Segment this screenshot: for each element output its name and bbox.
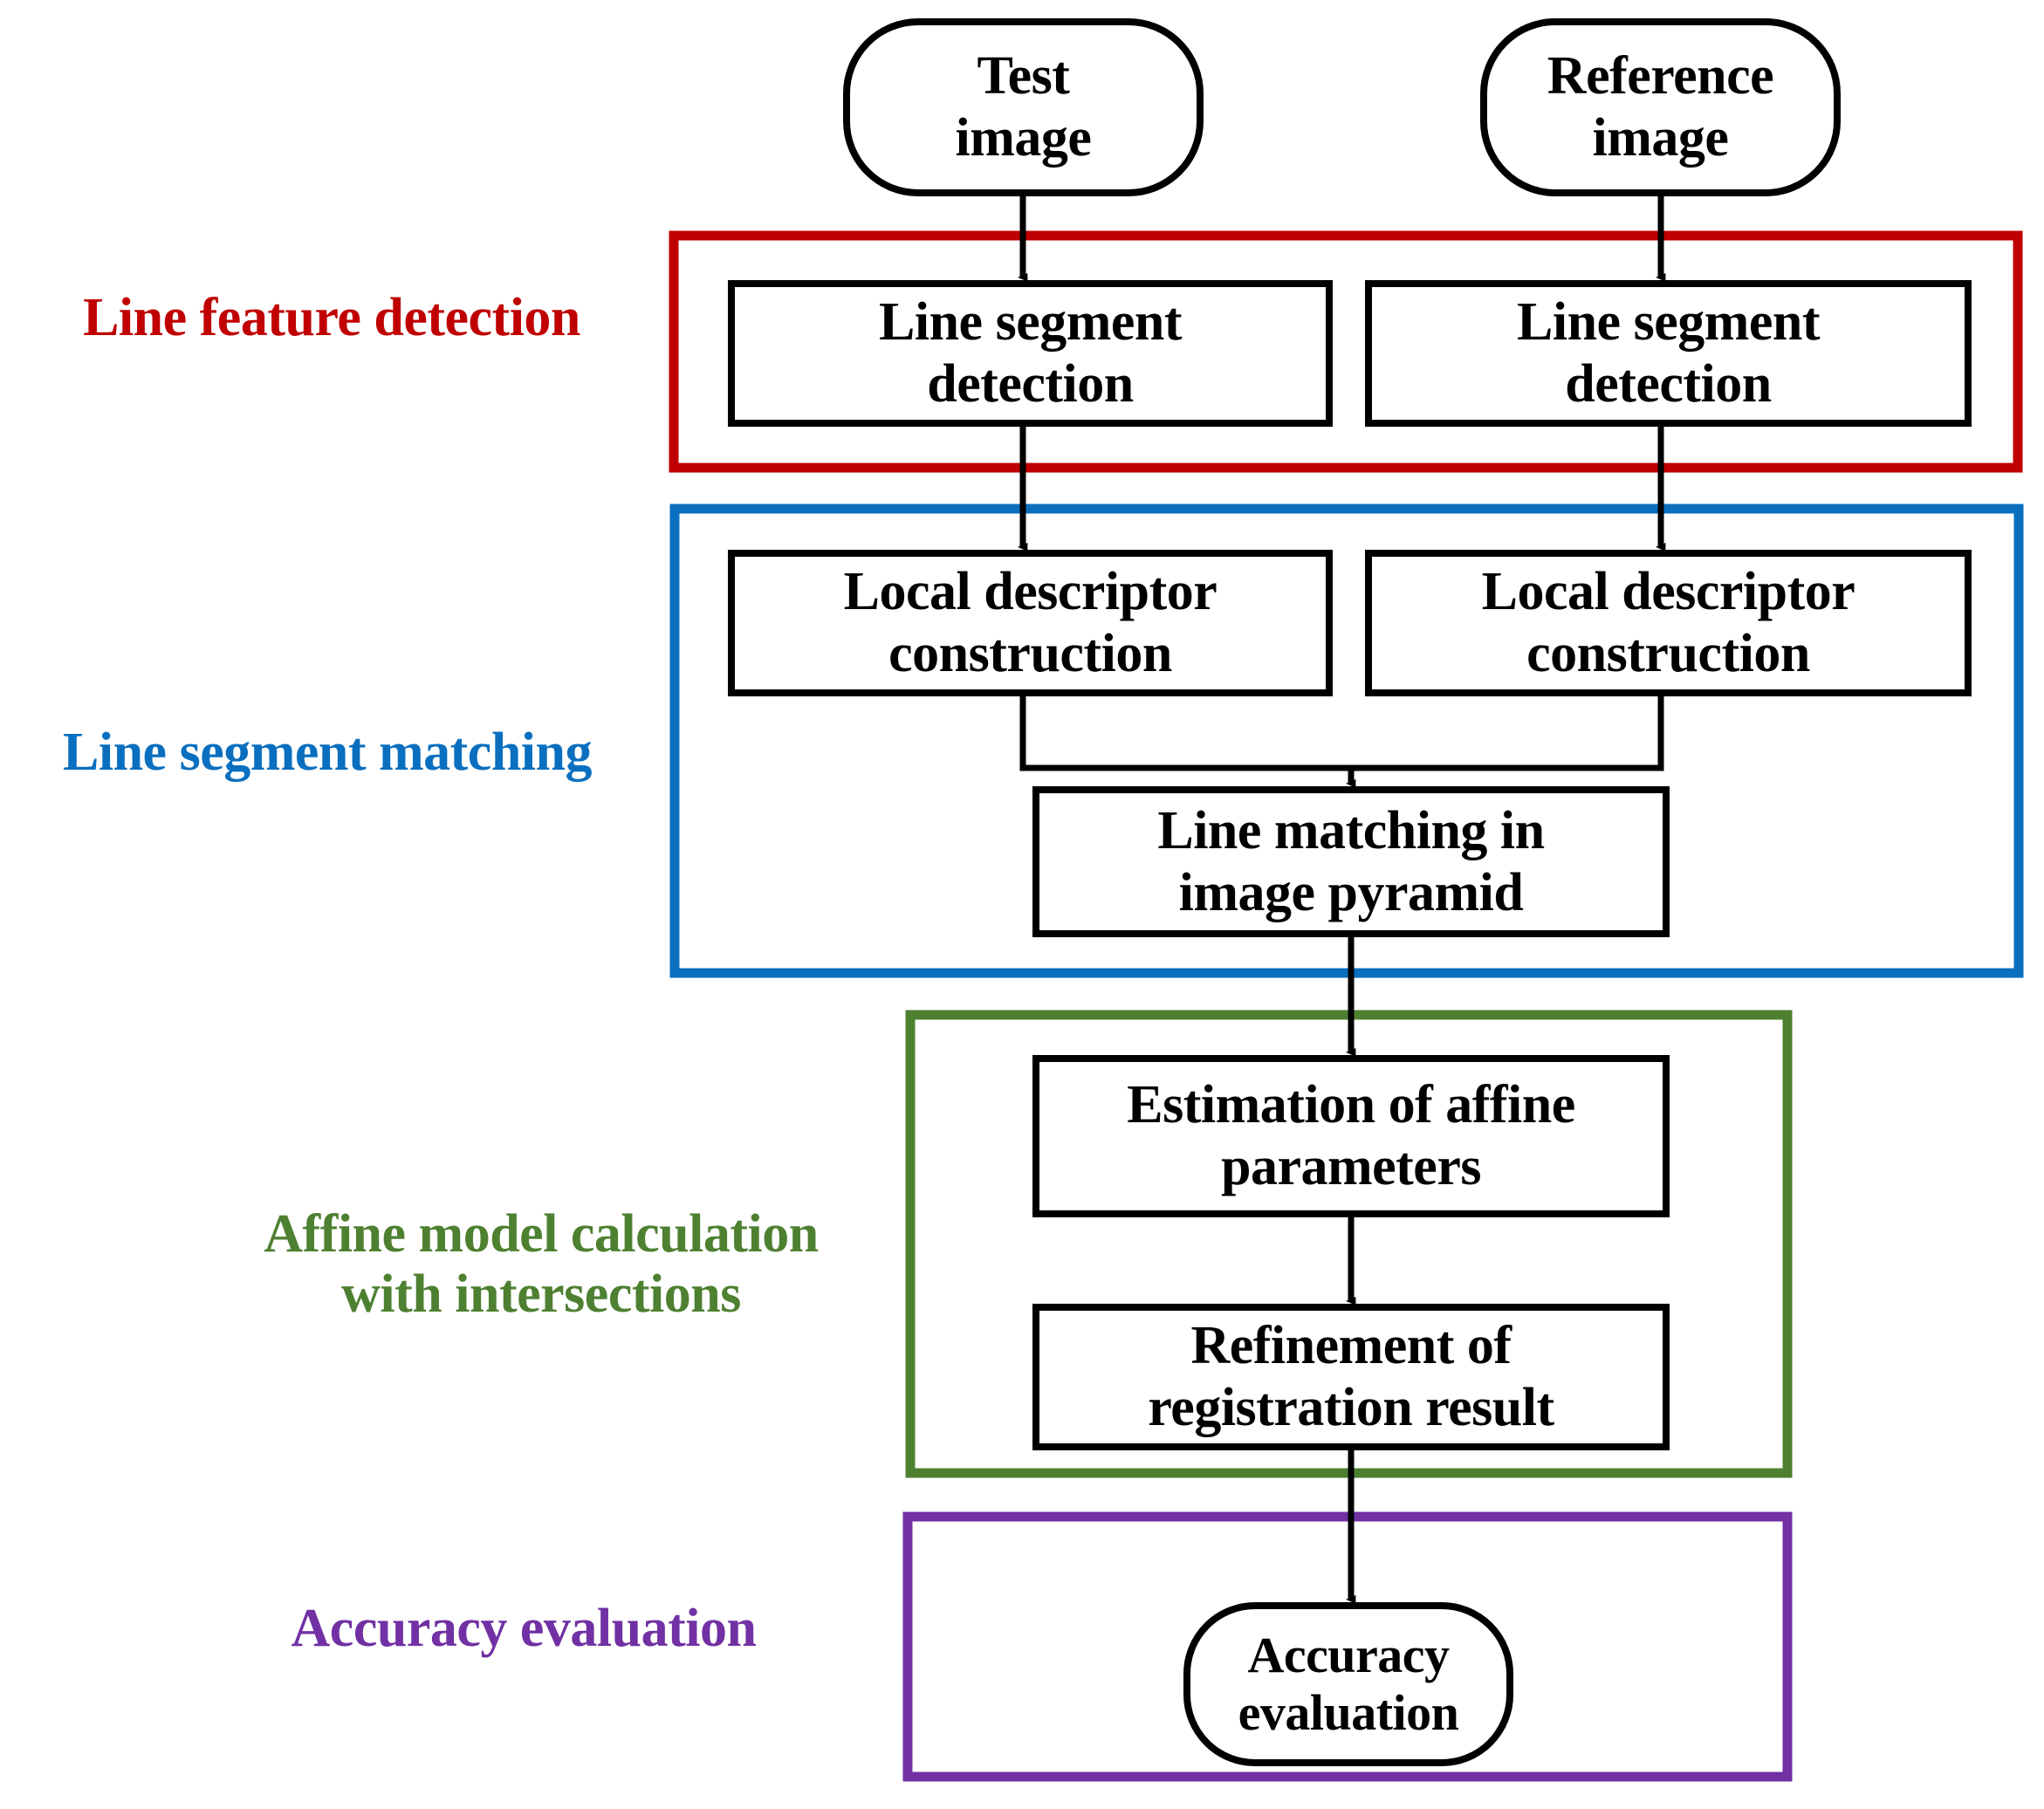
node-shape-estimation-of-affine-parameters[interactable] [1032,1055,1670,1217]
node-shape-line-segment-detection-reference[interactable] [1365,280,1972,427]
node-shape-line-segment-detection-test[interactable] [728,280,1333,427]
node-shape-local-descriptor-construction-test[interactable] [728,550,1333,696]
stage-label-line-segment-matching: Line segment matching [62,723,593,782]
connector-descriptors-merge-to-line-matching [1019,693,1664,771]
node-shape-local-descriptor-construction-reference[interactable] [1365,550,1972,696]
group-box-accuracy-evaluation [902,1511,1793,1782]
node-shape-reference-image[interactable] [1480,18,1841,196]
group-box-line-segment-matching [669,504,2024,978]
node-shape-test-image[interactable] [843,18,1204,196]
node-shape-refinement-of-registration-result[interactable] [1032,1304,1670,1450]
stage-label-line-feature-detection: Line feature detection [83,288,580,347]
node-shape-accuracy-evaluation-terminator[interactable] [1183,1602,1513,1766]
group-box-line-feature-detection [669,230,2023,473]
node-shape-line-matching-in-image-pyramid[interactable] [1032,786,1670,937]
stage-label-affine-model-calculation: Affine model calculation with intersecti… [264,1204,819,1325]
stage-label-accuracy-evaluation: Accuracy evaluation [291,1599,757,1658]
